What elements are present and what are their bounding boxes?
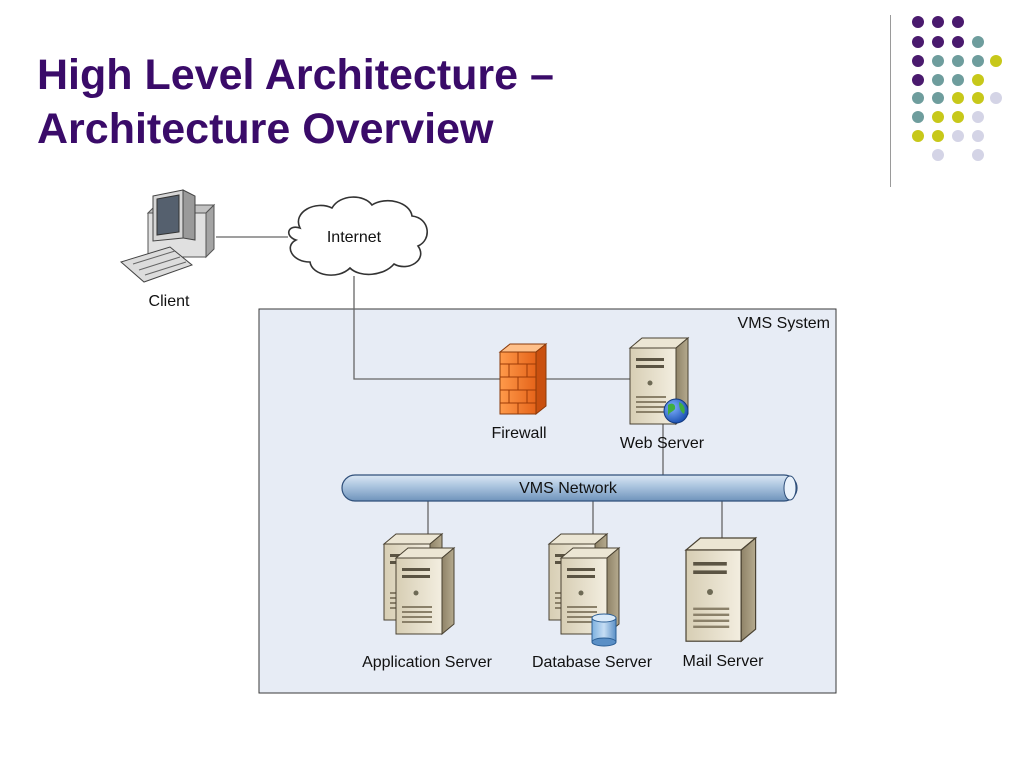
application-server-label: Application Server: [362, 654, 493, 671]
database-server-label: Database Server: [532, 654, 653, 671]
firewall-label: Firewall: [491, 425, 546, 442]
decorative-dot-grid: [912, 16, 1002, 161]
title-line-1: High Level Architecture –: [37, 51, 554, 99]
header-divider: [890, 15, 891, 187]
application-server-icon: [383, 533, 455, 635]
database-icon: [591, 613, 617, 647]
vms-network-label: VMS Network: [519, 480, 618, 497]
mail-server-label: Mail Server: [683, 653, 765, 670]
vms-system-label: VMS System: [738, 315, 830, 332]
title-line-2: Architecture Overview: [37, 105, 494, 153]
computer-icon: [119, 189, 216, 283]
web-server-label: Web Server: [620, 435, 705, 452]
firewall-icon: [498, 342, 548, 416]
client-label: Client: [149, 293, 190, 310]
mail-server-icon: [685, 537, 757, 642]
internet-label: Internet: [327, 229, 382, 246]
connectors: [216, 236, 723, 540]
network-pipe-icon: [341, 474, 798, 502]
cloud-icon: [288, 196, 428, 276]
globe-icon: [663, 398, 689, 424]
slide-title: High Level Architecture – Architecture O…: [37, 48, 554, 156]
